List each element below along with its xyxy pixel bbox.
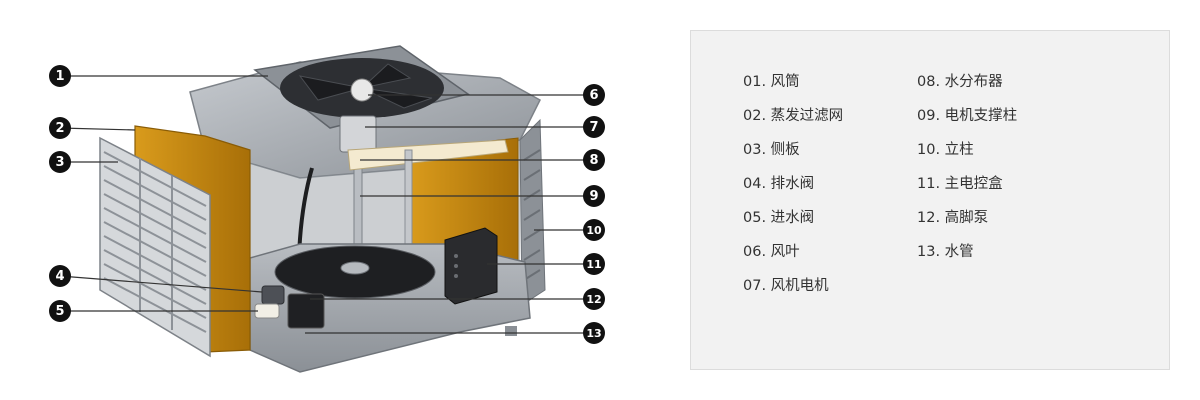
callout-circle-1 bbox=[49, 65, 71, 87]
legend-item: 13. 水管 bbox=[917, 244, 974, 260]
housing-right-fins bbox=[523, 149, 541, 281]
control-box-dots bbox=[454, 254, 458, 278]
callout-8: 8 bbox=[583, 149, 605, 171]
callout-number-10: 10 bbox=[586, 224, 602, 237]
base-plate-hub bbox=[340, 261, 370, 275]
legend-column-left: 01. 风筒 02. 蒸发过滤网 03. 侧板 04. 排水阀 05. 进水阀 … bbox=[743, 65, 843, 303]
callout-circle-8 bbox=[583, 149, 605, 171]
callout-circle-11 bbox=[583, 253, 605, 275]
callout-5: 5 bbox=[49, 300, 71, 322]
parts-legend-panel: 01. 风筒 02. 蒸发过滤网 03. 侧板 04. 排水阀 05. 进水阀 … bbox=[690, 30, 1170, 370]
legend-item: 02. 蒸发过滤网 bbox=[743, 108, 844, 124]
callout-number-13: 13 bbox=[586, 327, 601, 340]
fan-blades bbox=[298, 63, 433, 109]
callout-1: 1 bbox=[49, 65, 71, 87]
water-distributor bbox=[347, 139, 509, 171]
legend-item: 08. 水分布器 bbox=[917, 74, 1003, 90]
callout-circle-3 bbox=[49, 151, 71, 173]
callout-2: 2 bbox=[49, 117, 71, 139]
callout-circle-2 bbox=[49, 117, 71, 139]
callout-number-12: 12 bbox=[586, 293, 601, 306]
callout-7: 7 bbox=[583, 116, 605, 138]
callout-number-6: 6 bbox=[589, 88, 598, 103]
leader-lines bbox=[59, 75, 594, 334]
callout-number-7: 7 bbox=[589, 120, 598, 135]
callout-number-3: 3 bbox=[55, 155, 64, 170]
callout-number-5: 5 bbox=[55, 304, 64, 319]
callout-number-8: 8 bbox=[589, 153, 598, 168]
callout-circle-5 bbox=[49, 300, 71, 322]
callout-circle-9 bbox=[583, 185, 605, 207]
legend-item: 06. 风叶 bbox=[743, 244, 800, 260]
callout-circle-10 bbox=[583, 219, 605, 241]
callout-circle-12 bbox=[583, 288, 605, 310]
callout-circle-6 bbox=[583, 84, 605, 106]
control-box bbox=[444, 227, 498, 305]
callout-6: 6 bbox=[583, 84, 605, 106]
legend-item: 04. 排水阀 bbox=[743, 176, 815, 192]
callout-9: 9 bbox=[583, 185, 605, 207]
legend-item: 03. 侧板 bbox=[743, 142, 800, 158]
callout-circle-13 bbox=[583, 322, 605, 344]
callout-3: 3 bbox=[49, 151, 71, 173]
callout-12: 12 bbox=[583, 288, 605, 310]
callout-4: 4 bbox=[49, 265, 71, 287]
callout-number-2: 2 bbox=[55, 121, 64, 136]
inlet-valve bbox=[254, 303, 280, 319]
callout-circle-7 bbox=[583, 116, 605, 138]
callout-number-9: 9 bbox=[589, 189, 598, 204]
leader-line-2 bbox=[59, 127, 136, 131]
drain-valve bbox=[261, 285, 285, 305]
fan-motor bbox=[339, 115, 377, 153]
callout-number-11: 11 bbox=[586, 258, 601, 271]
legend-item: 01. 风筒 bbox=[743, 74, 800, 90]
legend-item: 05. 进水阀 bbox=[743, 210, 815, 226]
legend-item: 09. 电机支撑柱 bbox=[917, 108, 1018, 124]
legend-item: 07. 风机电机 bbox=[743, 278, 829, 294]
legend-item: 10. 立柱 bbox=[917, 142, 974, 158]
callout-11: 11 bbox=[583, 253, 605, 275]
callout-number-4: 4 bbox=[55, 269, 64, 284]
base-foot bbox=[505, 326, 517, 336]
pump-body bbox=[287, 293, 325, 329]
callout-circle-4 bbox=[49, 265, 71, 287]
callout-13: 13 bbox=[583, 322, 605, 344]
legend-column-right: 08. 水分布器 09. 电机支撑柱 10. 立柱 11. 主电控盒 12. 高… bbox=[917, 65, 1017, 269]
grille-louvers bbox=[103, 151, 207, 333]
callout-number-1: 1 bbox=[55, 69, 64, 84]
leader-line-4 bbox=[59, 275, 263, 293]
legend-item: 11. 主电控盒 bbox=[917, 176, 1003, 192]
legend-item: 12. 高脚泵 bbox=[917, 210, 989, 226]
callout-10: 10 bbox=[583, 219, 605, 241]
